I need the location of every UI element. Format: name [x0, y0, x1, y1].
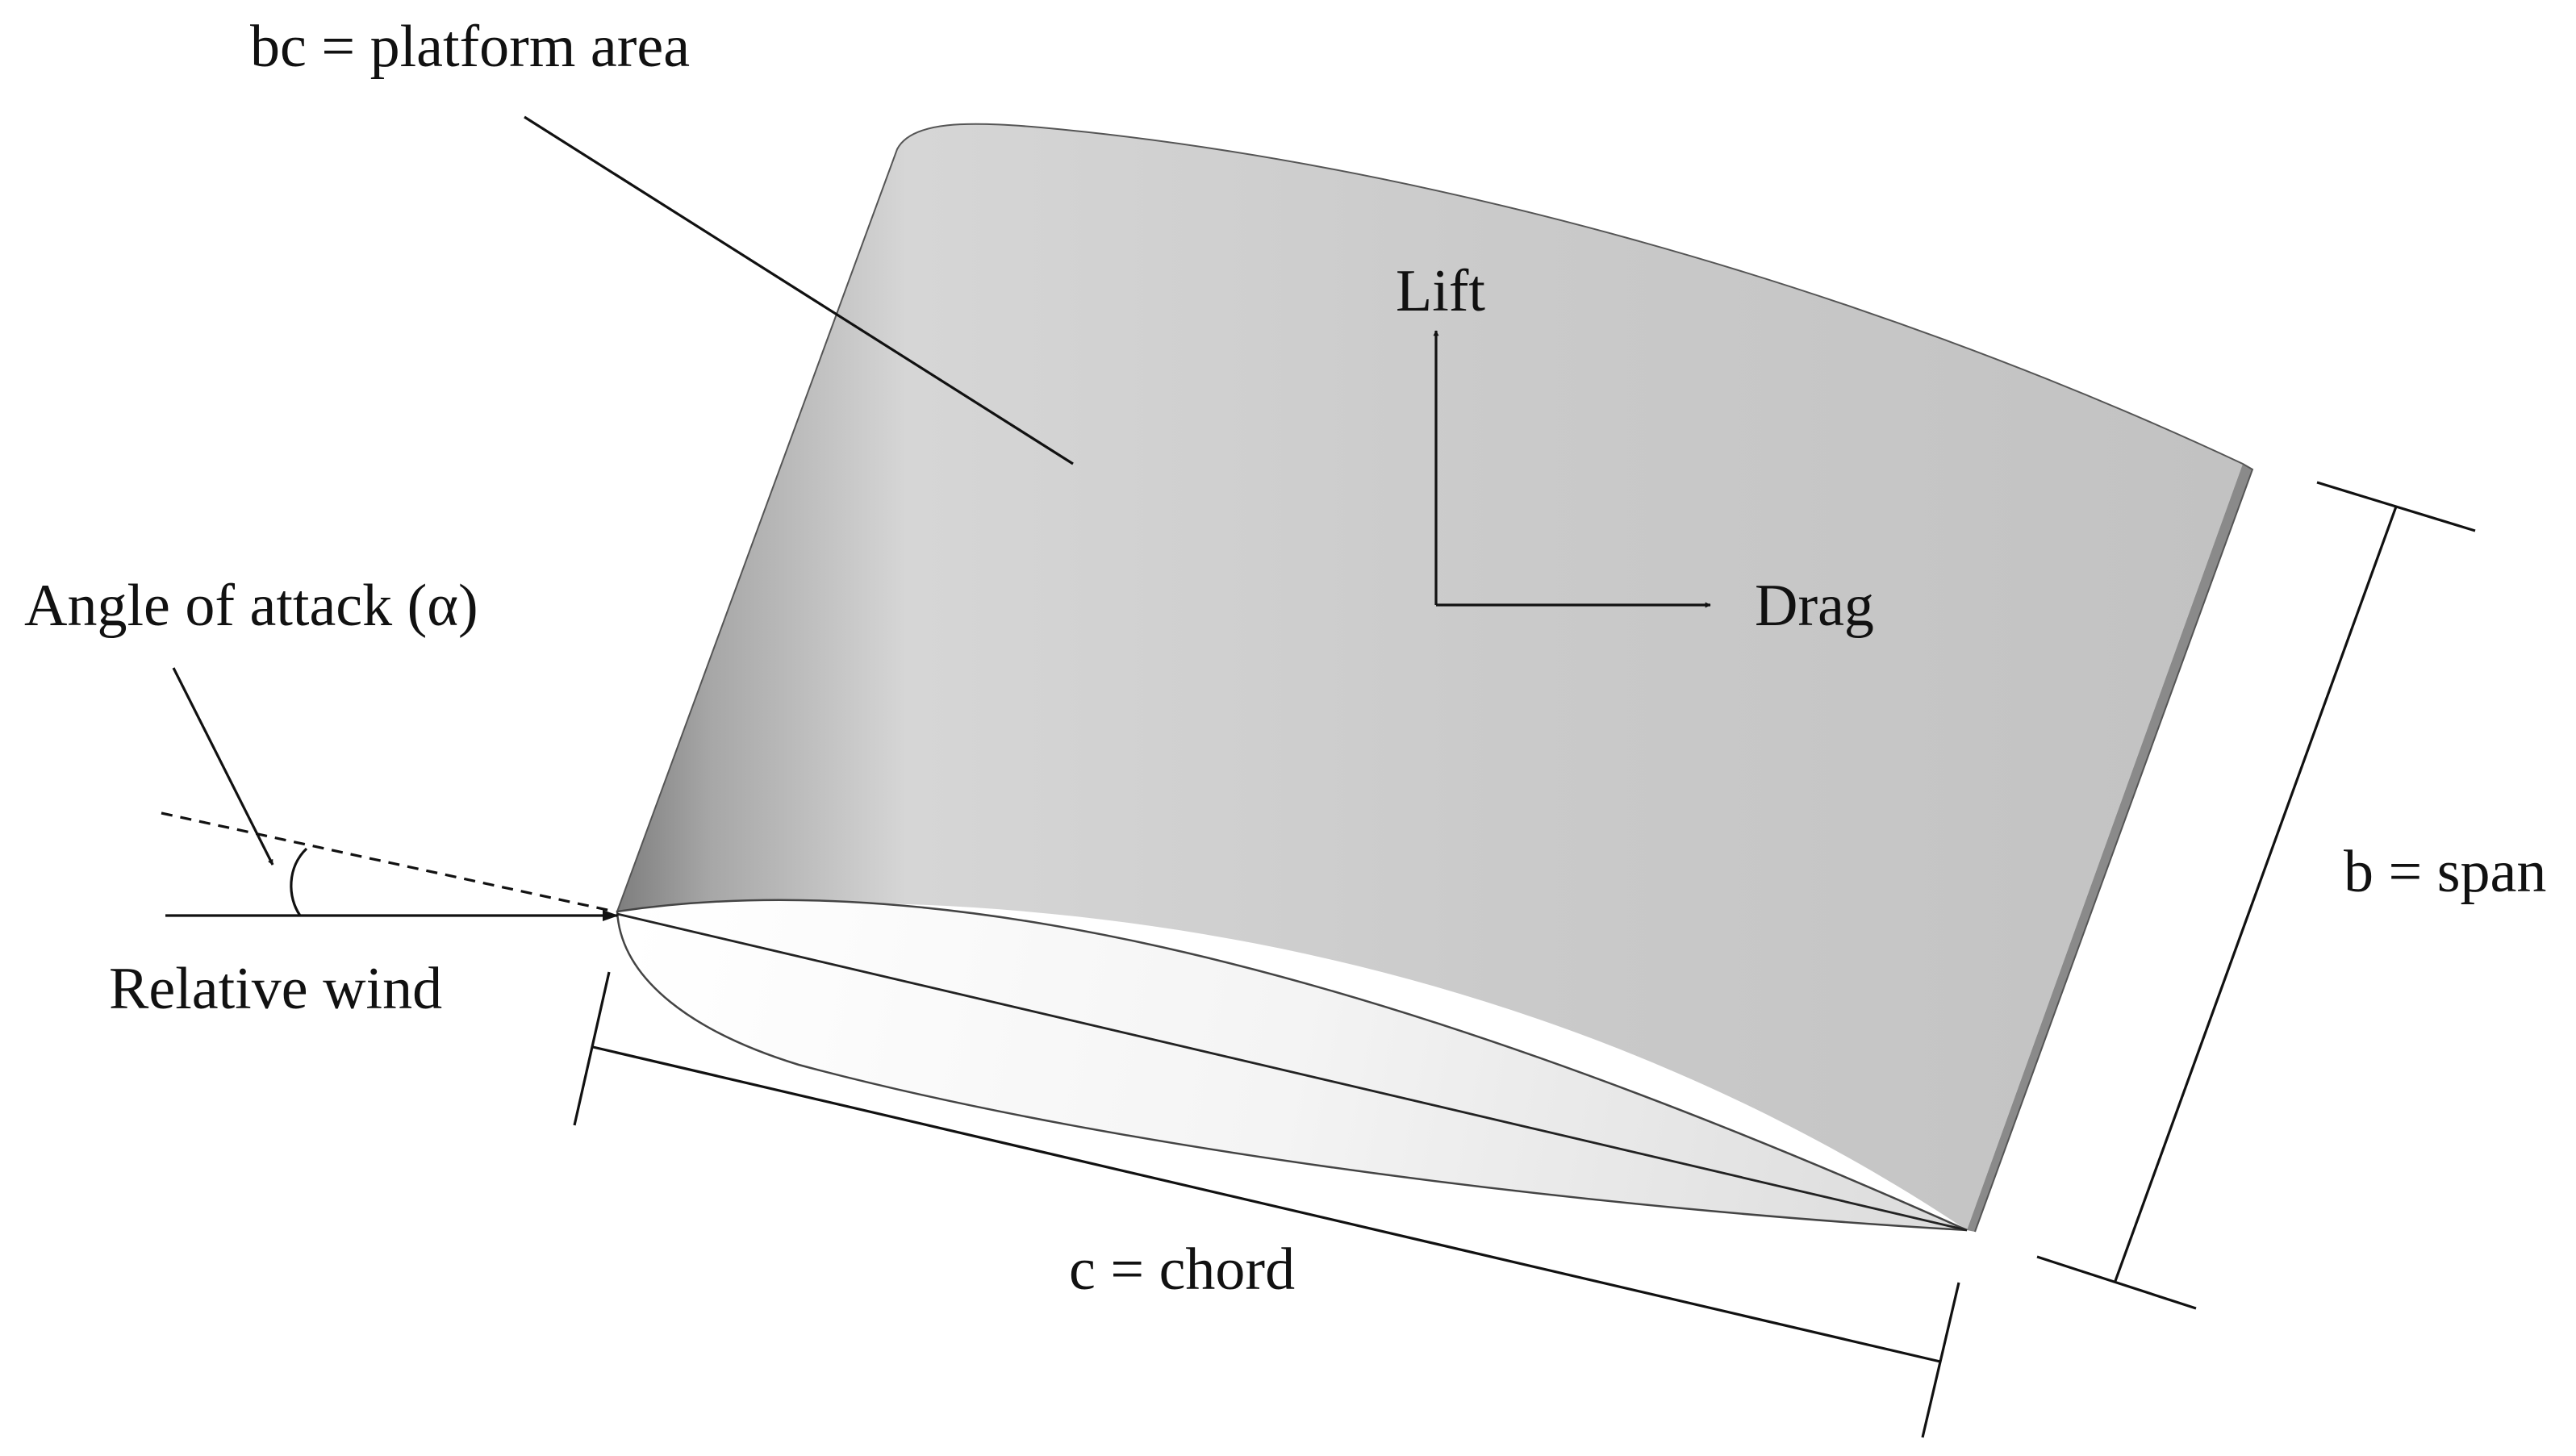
lift-label: Lift — [1396, 258, 1485, 324]
span-label: b = span — [2344, 839, 2546, 905]
drag-label: Drag — [1755, 573, 1874, 639]
wing-trailing-edge-side — [1967, 464, 2252, 1232]
chord-line — [616, 912, 1968, 1232]
angle-pointer-arrow — [172, 667, 274, 866]
area-leader-line — [524, 115, 1074, 465]
zero-lift-dashed-line — [161, 811, 616, 913]
chord-label: c = chord — [1069, 1237, 1295, 1303]
angle-of-attack-label: Angle of attack (α) — [24, 573, 478, 639]
airfoil-section — [616, 899, 1968, 1232]
relative-wind-label: Relative wind — [109, 956, 442, 1022]
span-tick-bottom — [2036, 1255, 2197, 1310]
span-tick-top — [2316, 481, 2476, 532]
platform-area-label: bc = platform area — [250, 14, 690, 80]
span-dimension-line — [2114, 506, 2398, 1282]
chord-dimension-line — [592, 1045, 1941, 1363]
chord-tick-left — [573, 971, 611, 1126]
chord-tick-right — [1921, 1282, 1960, 1438]
wing-top-surface — [617, 123, 2243, 1230]
angle-arc — [290, 847, 308, 916]
wing-outline — [616, 123, 2254, 1233]
